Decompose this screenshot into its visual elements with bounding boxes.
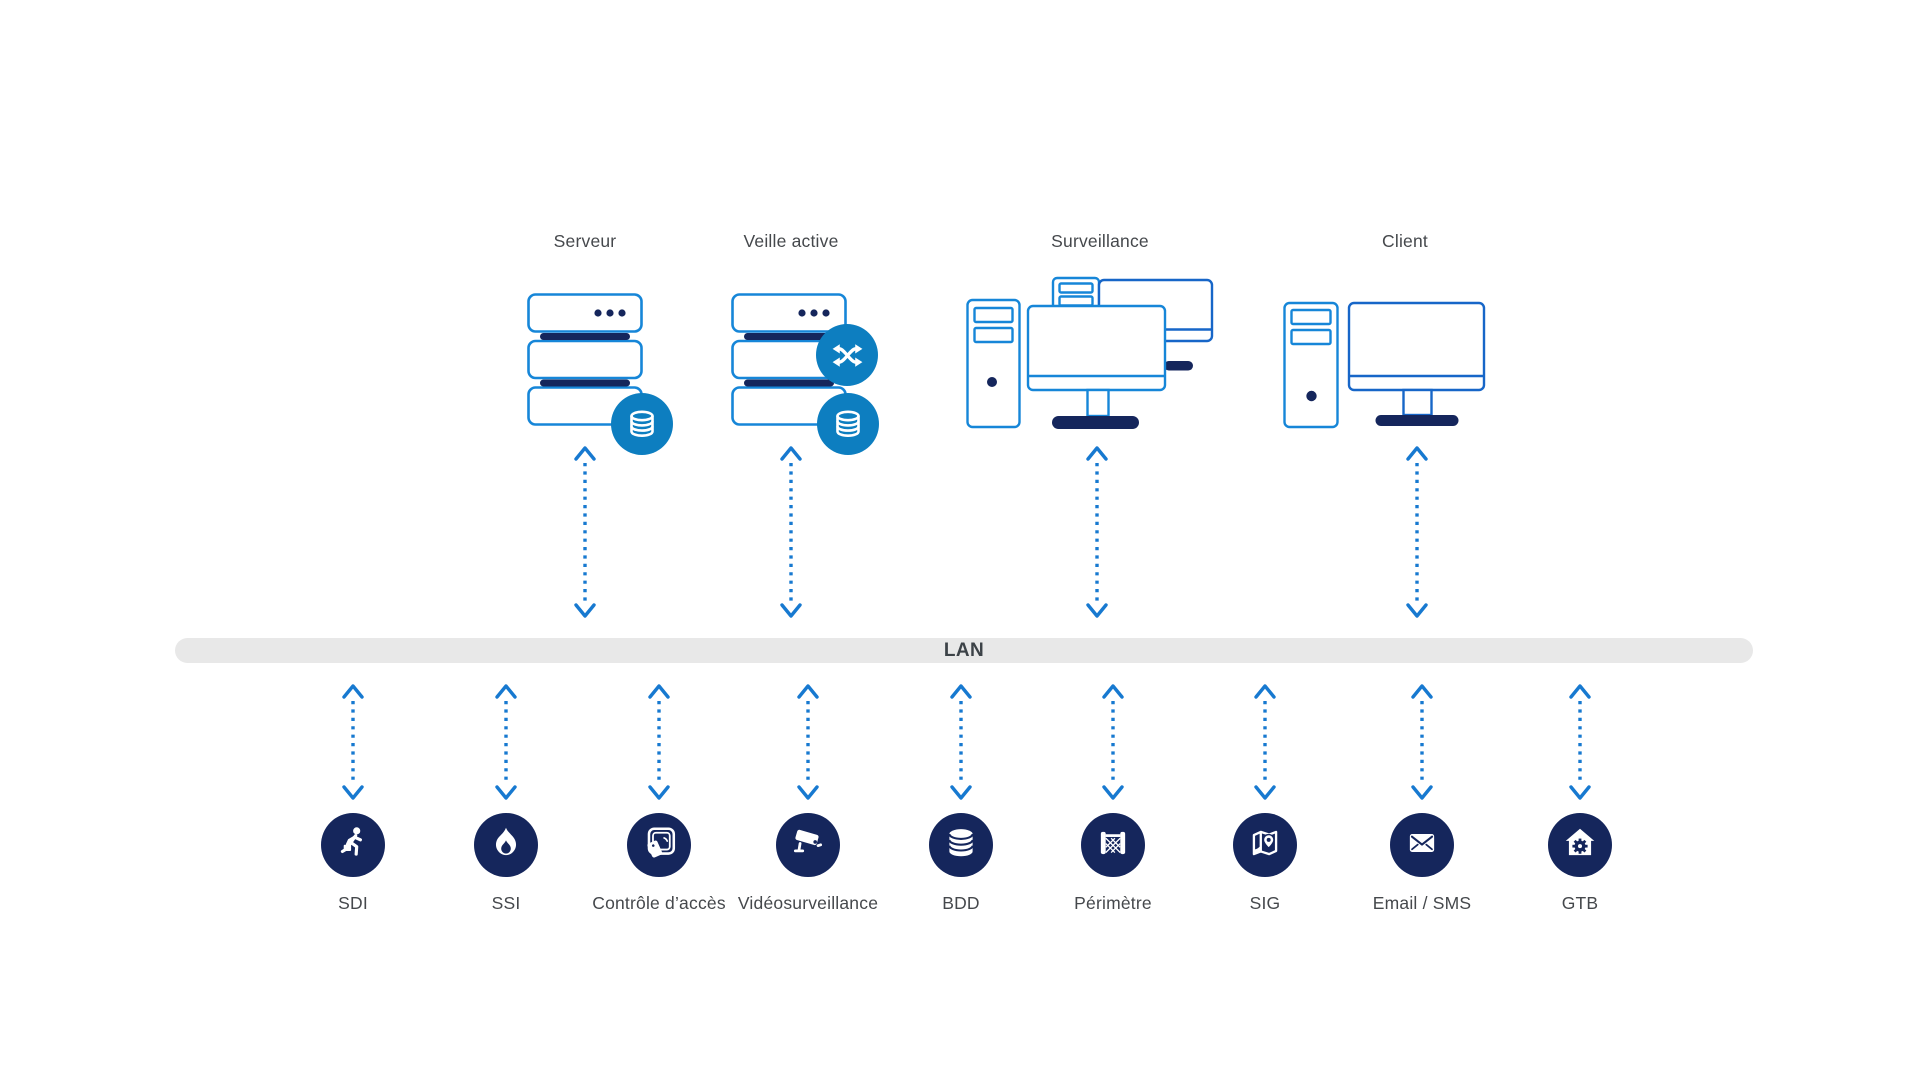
access-badge-reader-icon [640,824,678,867]
dotted-double-arrow [572,444,598,620]
dotted-double-arrow [778,444,804,620]
controle-acces-label: Contrôle d’accès [592,893,726,913]
flame-icon [487,824,525,867]
videosurveillance-label: Vidéosurveillance [737,893,879,913]
email-sms-label: Email / SMS [1372,893,1472,913]
gtb-label: GTB [1561,893,1599,913]
bottom-node-gtb [1548,813,1612,877]
running-intruder-icon [334,824,372,867]
fence-icon [1094,824,1132,867]
bottom-node-sdi [321,813,385,877]
dotted-double-arrow [646,682,672,802]
bottom-node-perimetre [1081,813,1145,877]
server-stack-icon [527,293,643,432]
workstation-dual-monitor-icon [966,276,1232,437]
bottom-node-ssi [474,813,538,877]
dotted-double-arrow [1100,682,1126,802]
dotted-double-arrow [1567,682,1593,802]
dotted-double-arrow [948,682,974,802]
dotted-double-arrow [1252,682,1278,802]
client-label: Client [1382,231,1428,251]
dotted-double-arrow [1084,444,1110,620]
lan-bus: LAN [175,638,1753,663]
database-badge-icon [611,393,673,455]
bottom-node-bdd [929,813,993,877]
dotted-double-arrow [340,682,366,802]
sdi-label: SDI [338,893,368,913]
lan-label: LAN [943,639,985,661]
envelope-icon [1403,824,1441,867]
map-pin-icon [1246,824,1284,867]
database-icon [942,824,980,867]
dotted-double-arrow [493,682,519,802]
bottom-node-videosurveillance [776,813,840,877]
dotted-double-arrow [1409,682,1435,802]
database-badge-icon [817,393,879,455]
cctv-camera-icon [789,824,827,867]
dotted-double-arrow [795,682,821,802]
serveur-label: Serveur [553,231,617,251]
bottom-node-email-sms [1390,813,1454,877]
surveillance-label: Surveillance [1051,231,1149,251]
shuffle-badge-icon [816,324,878,386]
dotted-double-arrow [1404,444,1430,620]
bdd-label: BDD [942,893,980,913]
sig-label: SIG [1249,893,1281,913]
bottom-node-sig [1233,813,1297,877]
controle-acces-sibling-ssi-label: SSI [491,893,521,913]
smart-home-gear-icon [1561,824,1599,867]
workstation-icon [1283,300,1490,435]
perimetre-label: Périmètre [1074,893,1152,913]
veille-active-label: Veille active [743,231,839,251]
bottom-node-controle-acces [627,813,691,877]
